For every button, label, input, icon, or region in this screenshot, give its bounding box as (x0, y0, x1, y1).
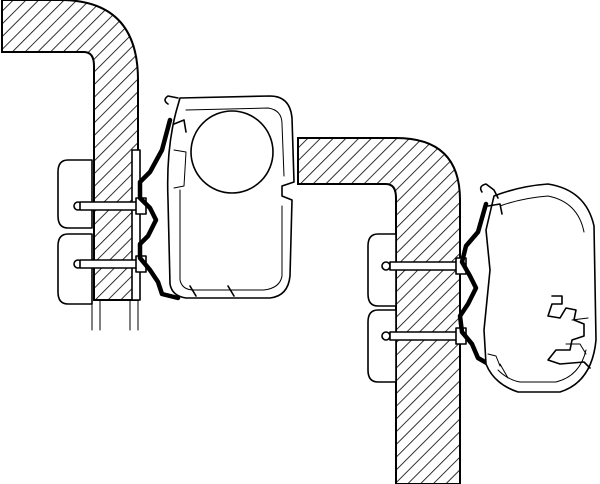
right-awning-case-inner (497, 195, 587, 383)
right-awning-base (487, 353, 509, 379)
left-wall-plate (131, 149, 141, 301)
right-clamp-plate-upper (367, 233, 397, 307)
right-mounting-bracket (457, 201, 495, 369)
left-mounting-bracket (137, 117, 181, 301)
left-wall-section (1, 0, 139, 301)
right-assembly (297, 137, 597, 484)
left-awning-lip (173, 149, 187, 189)
left-awning-case-inner (179, 107, 285, 291)
left-clamp-plate-upper (57, 159, 93, 229)
right-nut-upper (381, 261, 391, 271)
right-awning-slot (565, 317, 589, 355)
right-nut-lower (381, 331, 391, 341)
left-assembly (1, 0, 295, 331)
left-awning-case-hook (164, 95, 235, 297)
right-awning-case (483, 183, 597, 393)
left-wall-liner (91, 299, 139, 331)
left-clamp-plate-lower (57, 233, 93, 305)
left-roller-tube (190, 110, 274, 194)
right-awning-rail (547, 295, 591, 369)
right-clamp-plate-lower (367, 309, 397, 383)
right-awning-case-hook (479, 183, 503, 215)
